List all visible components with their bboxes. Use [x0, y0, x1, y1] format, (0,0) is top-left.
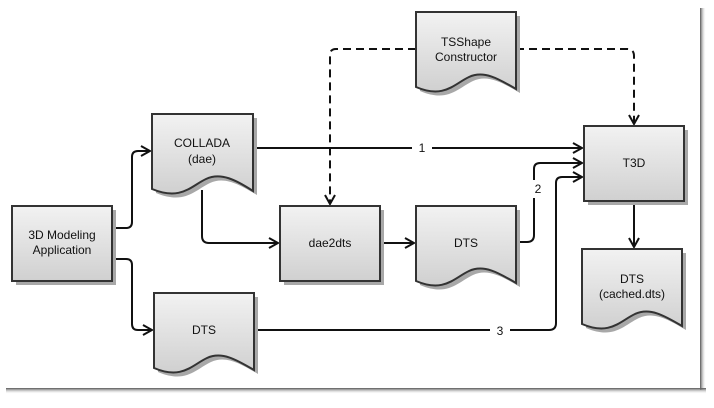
node-label: DTS [192, 323, 216, 337]
document-shape [153, 292, 255, 374]
node-label: dae2dts [309, 236, 352, 250]
page-frame [6, 8, 706, 394]
document-shape [415, 205, 517, 287]
document-shape [151, 113, 254, 195]
process-box [11, 205, 113, 282]
node-label: DTS [620, 272, 644, 286]
edge-label-1: 1 [419, 141, 426, 155]
process-box [279, 205, 381, 282]
node-label: Constructor [435, 50, 497, 64]
edge-label-3: 3 [497, 324, 504, 338]
document-shape [581, 248, 683, 330]
process-box [583, 125, 685, 202]
page-shadow-bottom [6, 388, 706, 394]
node-label: (cached.dts) [599, 287, 665, 301]
document-shape [415, 11, 517, 93]
node-label: DTS [454, 236, 478, 250]
edge-collada-to-dae2dts [201, 190, 278, 243]
edge-tsshape-to-t3d [516, 48, 634, 124]
node-label: COLLADA [174, 136, 230, 150]
node-dts-bottom-document[interactable]: DTS [153, 292, 258, 377]
page-shadow-right [700, 8, 706, 390]
node-dts-cached-document[interactable]: DTS (cached.dts) [581, 248, 686, 333]
node-label: Application [33, 243, 92, 257]
node-tsshape-constructor-document[interactable]: TSShape Constructor [415, 11, 520, 96]
node-t3d[interactable]: T3D [583, 125, 688, 205]
node-collada-document[interactable]: COLLADA (dae) [151, 113, 257, 198]
edge-tsshape-to-dae2dts [330, 48, 416, 204]
node-dae2dts[interactable]: dae2dts [279, 205, 384, 285]
edge-app-to-dts-bottom [112, 258, 152, 330]
node-label: T3D [623, 156, 646, 170]
node-label: TSShape [441, 35, 491, 49]
node-3d-modeling-application[interactable]: 3D Modeling Application [11, 205, 116, 285]
node-label: (dae) [188, 152, 216, 166]
edge-app-to-collada [112, 151, 150, 229]
edge-label-2: 2 [535, 182, 542, 196]
edge-path3-dts-to-t3d [254, 177, 582, 331]
node-label: 3D Modeling [28, 228, 95, 242]
edge-path2-dts-to-t3d [516, 163, 582, 243]
node-dts-document[interactable]: DTS [415, 205, 520, 290]
